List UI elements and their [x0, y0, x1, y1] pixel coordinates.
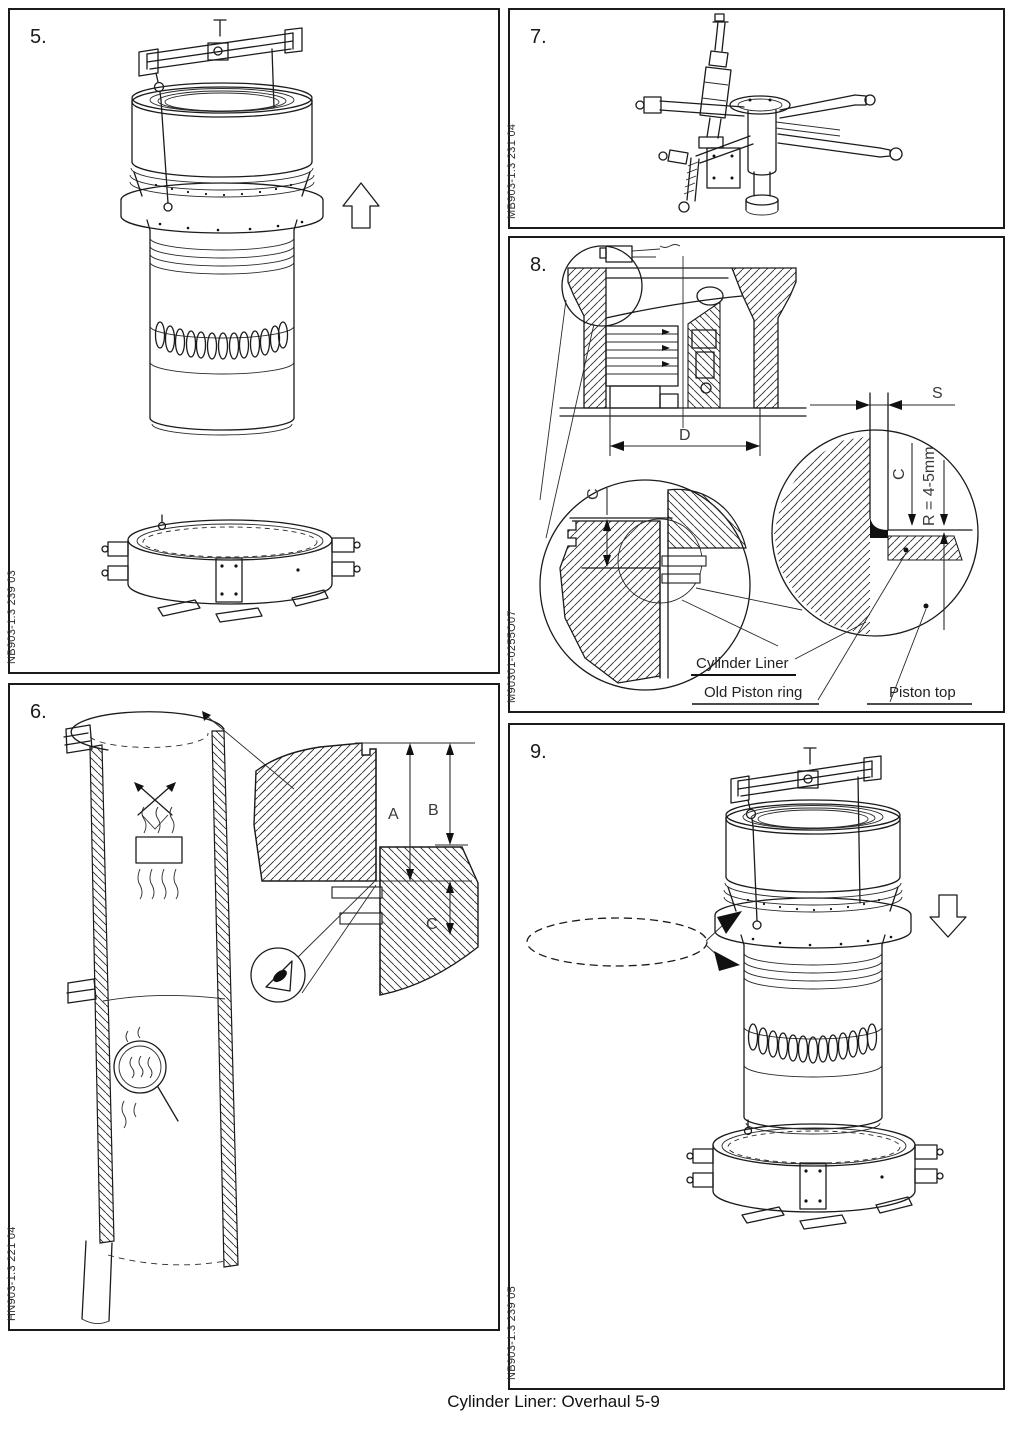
- honing-tool-drawing: [635, 13, 903, 216]
- liner-inspection-drawing: A B C: [63, 711, 479, 1324]
- label-cylinder-liner: Cylinder Liner: [696, 655, 789, 672]
- figure-code: NB903-1.3 239 05: [506, 1285, 518, 1380]
- figure-number: 6.: [30, 701, 47, 723]
- figure-number: 7.: [530, 26, 547, 48]
- tool-hub: [729, 95, 791, 216]
- support-ring-tool: [101, 514, 361, 623]
- tool-arms: [635, 94, 903, 164]
- scavenge-ports: [747, 1023, 878, 1064]
- scavenge-ports: [154, 321, 289, 360]
- cutaway-liner: [63, 711, 239, 1324]
- liner-measurement-drawing: D C: [539, 244, 979, 705]
- ring-clearance-detail: S C R = 4-5mm: [771, 385, 979, 637]
- figure-number: 8.: [530, 254, 547, 276]
- dim-label-c-left: C: [585, 488, 602, 500]
- flange-bolts: [158, 220, 304, 232]
- liner-lifting-out-drawing: [101, 19, 380, 623]
- down-arrow-icon: [929, 894, 967, 938]
- lifting-beam: [138, 19, 303, 212]
- magnifier-inspect-icon: [113, 1026, 179, 1129]
- figure-panel-9: 9.: [506, 723, 1005, 1390]
- detail-labels: Cylinder Liner Old Piston ring Piston to…: [691, 552, 972, 705]
- figure-code: M90301-0255O07: [506, 610, 518, 703]
- cylinder-liner: [120, 82, 324, 436]
- dim-label-c-right: C: [891, 468, 908, 480]
- up-arrow-icon: [342, 182, 380, 229]
- figure-code: MB903-1.3 231 04: [506, 123, 518, 219]
- figure-number: 9.: [530, 741, 547, 763]
- tool-feeler-screw: [658, 147, 741, 213]
- label-old-piston-ring: Old Piston ring: [704, 684, 802, 701]
- tool-jack: [698, 13, 732, 149]
- dim-label-c: C: [426, 916, 438, 933]
- piston-crown-detail: C: [539, 479, 803, 691]
- dim-label-r: R = 4-5mm: [921, 446, 938, 526]
- page-caption: Cylinder Liner: Overhaul 5-9: [447, 1392, 660, 1411]
- dim-label-b: B: [428, 802, 439, 819]
- section-view: [559, 256, 807, 428]
- figure-panel-7: 7.: [506, 8, 1005, 229]
- o-ring-callout: [526, 911, 742, 971]
- liner-lowering-drawing: [526, 747, 967, 1230]
- figure-panel-6: 6.: [6, 683, 500, 1331]
- figure-panel-5: 5.: [6, 8, 500, 674]
- figure-code: NB903-1.3 239 03: [6, 569, 18, 664]
- detail-callout-circle: [539, 244, 681, 539]
- cylinder-liner: [714, 799, 912, 1135]
- visual-check-eye-icon: [250, 881, 377, 1003]
- label-piston-top: Piston top: [889, 684, 956, 701]
- figure-code: HN903-1.3 221 04: [6, 1226, 18, 1321]
- cooling-bores: [154, 183, 293, 197]
- dim-label-d: D: [679, 427, 691, 444]
- flange-bolts: [751, 935, 893, 947]
- cooling-bores: [746, 898, 881, 912]
- support-ring-tool: [686, 1119, 944, 1230]
- no-tools-icon: [134, 782, 176, 830]
- dim-label-a: A: [388, 806, 399, 823]
- figure-number: 5.: [30, 26, 47, 48]
- wear-ridge-detail: A B C: [202, 711, 479, 996]
- dim-label-s: S: [932, 385, 943, 402]
- cleaning-block-icon: [135, 806, 183, 900]
- dimension-d: D: [609, 408, 761, 456]
- figure-panel-8: 8.: [506, 236, 1005, 713]
